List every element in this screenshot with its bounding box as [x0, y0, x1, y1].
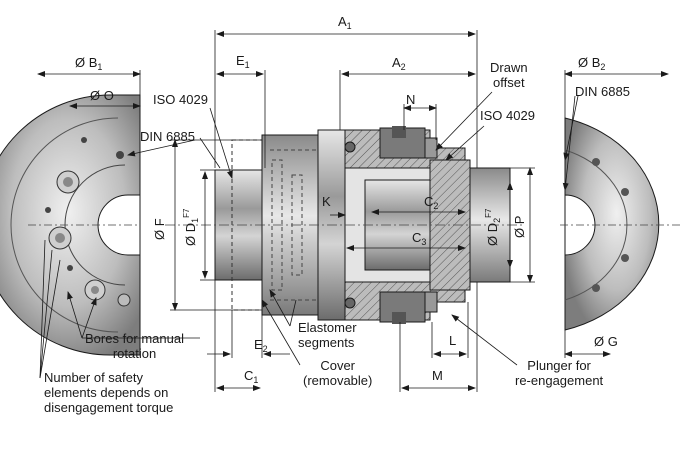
dim-e2-label: E2 [254, 337, 268, 354]
dim-c1-label: C1 [244, 368, 259, 385]
dim-k-label: K [322, 194, 331, 209]
dim-d1-label: Ø D1F7 [182, 208, 200, 246]
left-end-view [0, 94, 141, 356]
cover-removable-label: Cover(removable) [303, 358, 373, 388]
dim-o-label: Ø O [90, 88, 114, 103]
dim-g-label: Ø G [594, 334, 618, 349]
dim-l-label: L [449, 333, 457, 348]
dim-f-label: Ø F [152, 218, 167, 240]
iso-4029-left-label: ISO 4029 [153, 92, 208, 107]
dim-b1-label: Ø B1 [75, 55, 103, 72]
dim-d2-label: Ø D2F7 [484, 208, 502, 246]
dim-c2-label: C2 [424, 194, 439, 211]
din-6885-left-label: DIN 6885 [140, 129, 195, 144]
dim-n-label: N [406, 92, 416, 107]
dim-c3-label: C3 [412, 230, 427, 247]
dim-b2-label: Ø B2 [578, 55, 606, 72]
dim-e1-label: E1 [236, 53, 250, 70]
leader-lines [39, 91, 579, 379]
right-end-view [560, 117, 680, 331]
dim-p-label: Ø P [512, 215, 527, 238]
dimension-lines [37, 30, 669, 392]
dim-a2-label: A2 [392, 55, 406, 72]
dim-m-label: M [432, 368, 443, 383]
dim-a1-label: A1 [338, 14, 352, 31]
coupling-section [165, 126, 525, 324]
iso-4029-right-label: ISO 4029 [480, 108, 535, 123]
din-6885-right-label: DIN 6885 [575, 84, 630, 99]
